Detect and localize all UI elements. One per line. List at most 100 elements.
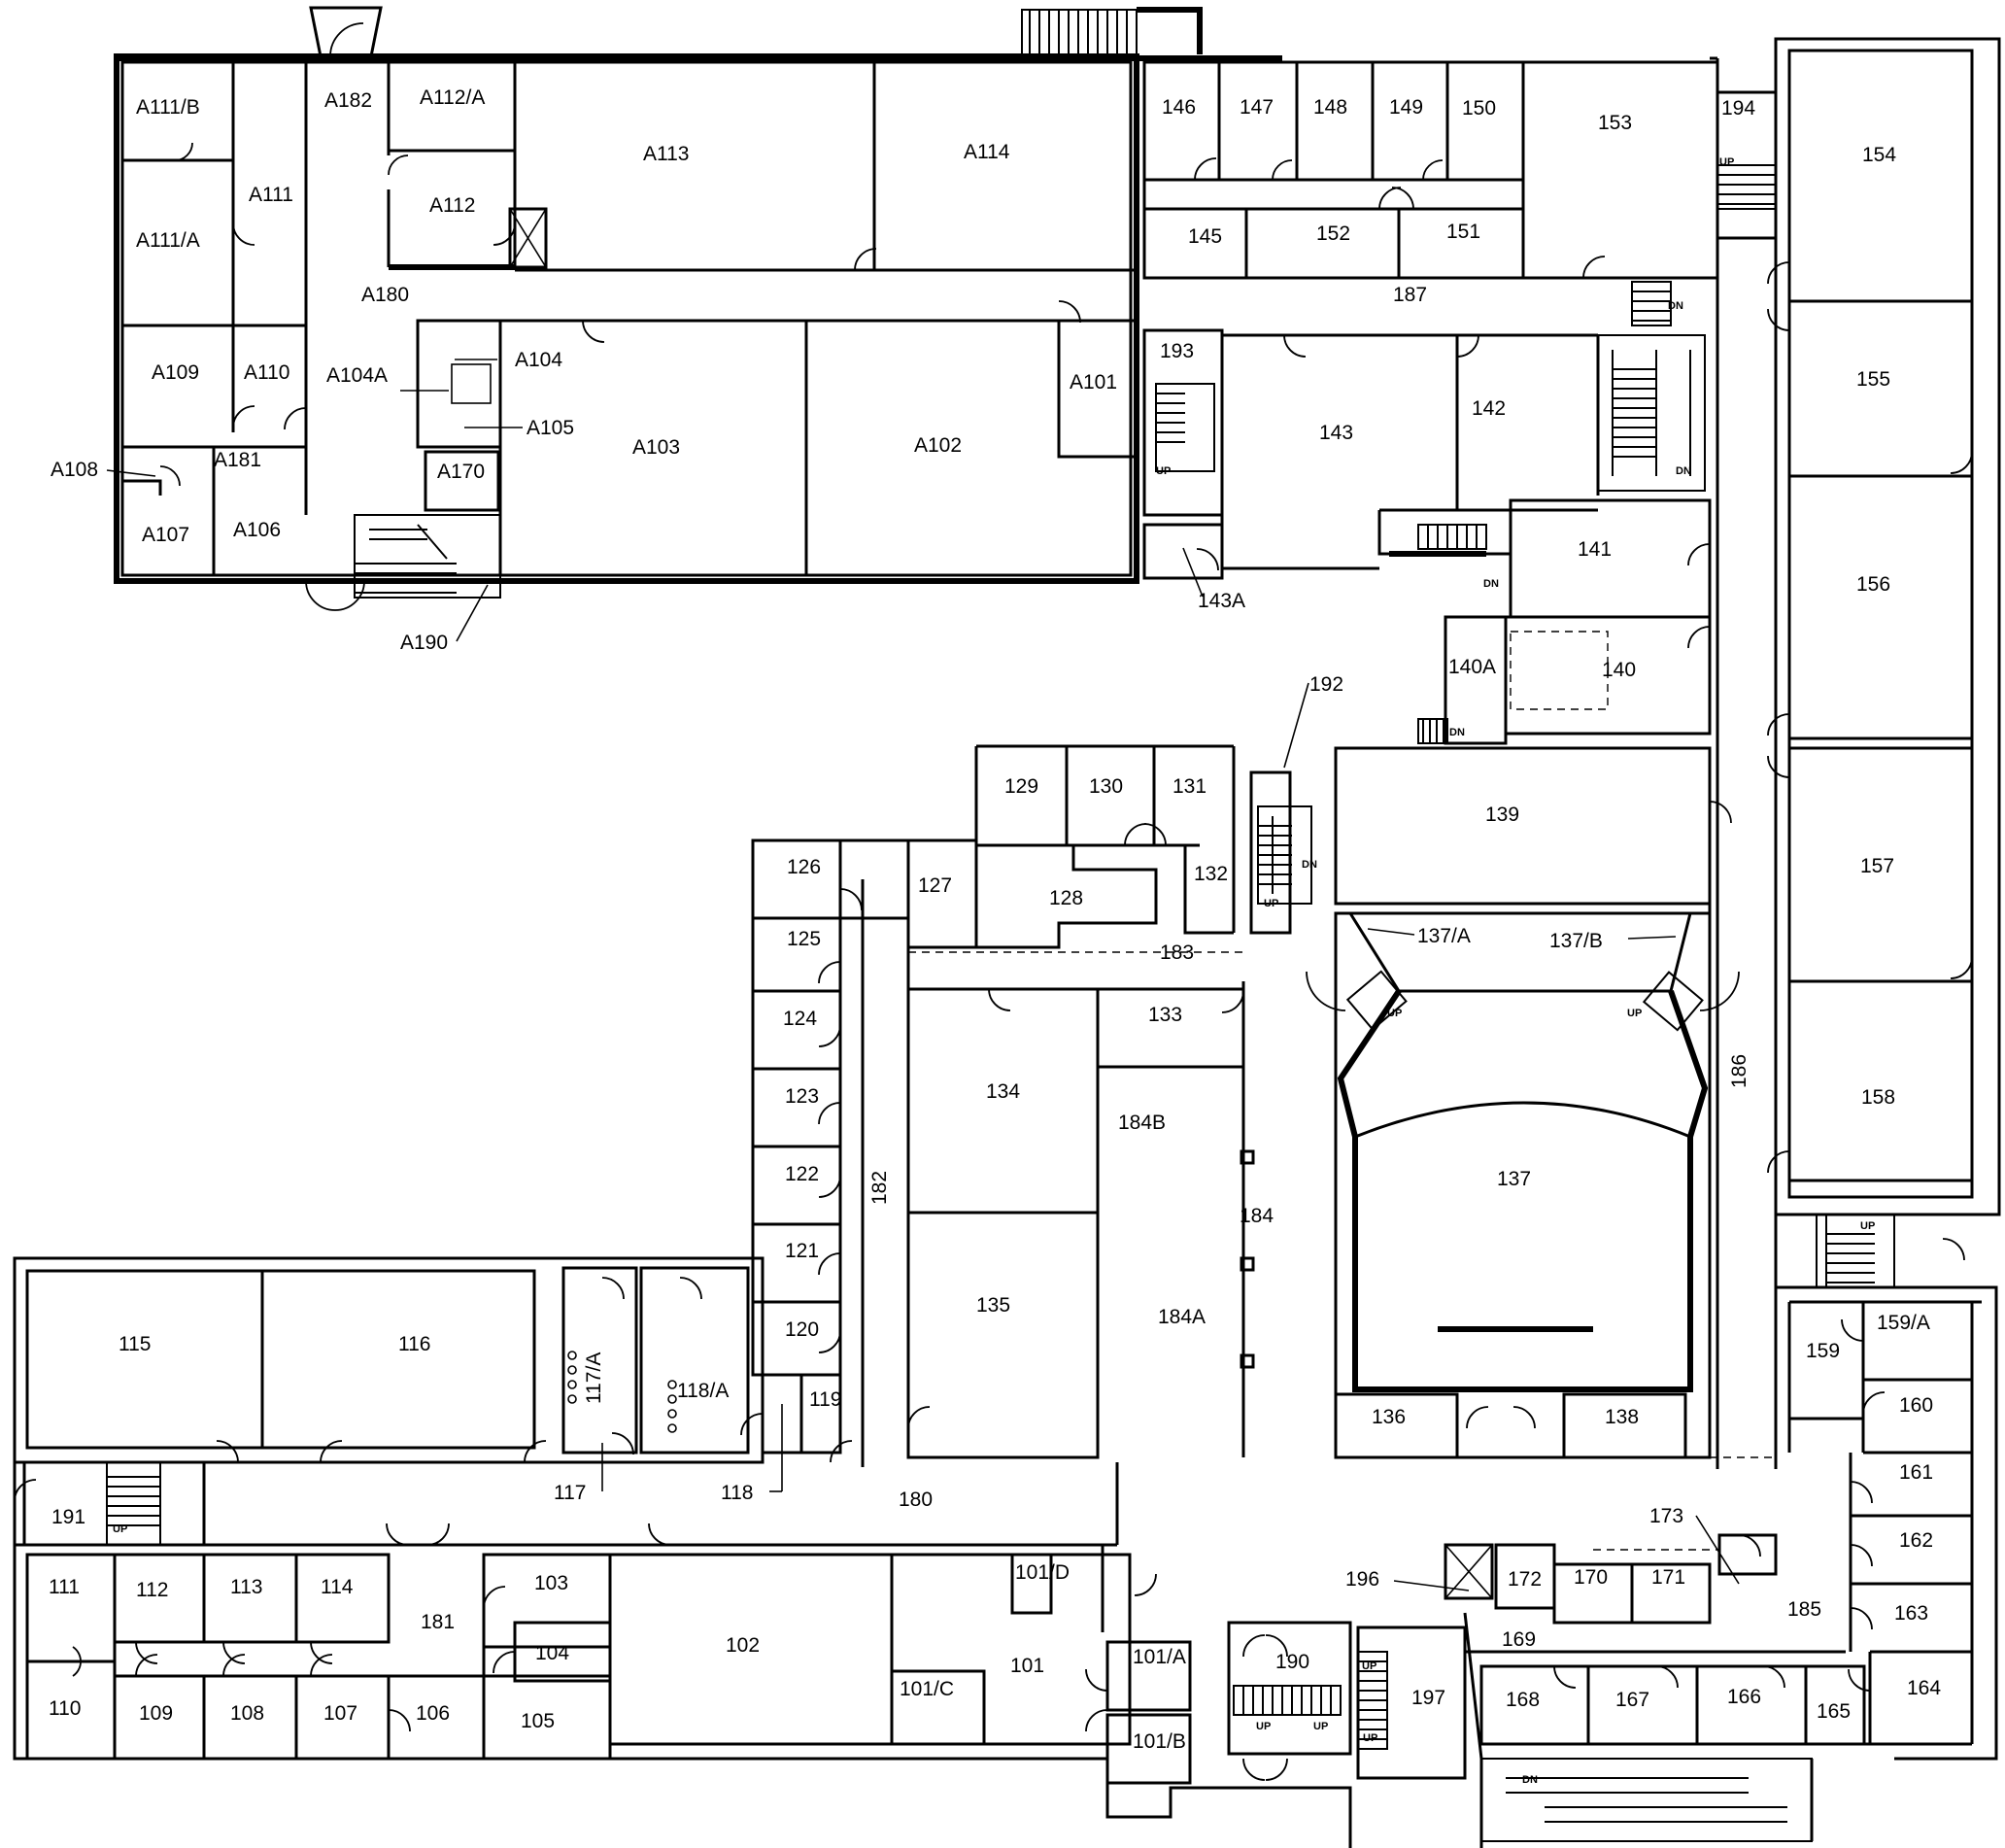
room-label: A112 <box>429 194 476 217</box>
room-label: 133 <box>1148 1004 1182 1026</box>
room-label: 128 <box>1049 887 1083 909</box>
room-label: 107 <box>323 1702 357 1725</box>
room-label: 104 <box>535 1642 569 1664</box>
room-label: 109 <box>139 1702 173 1725</box>
room-label: 147 <box>1240 96 1274 119</box>
room-label: A105 <box>527 417 574 439</box>
room-label: 120 <box>785 1318 819 1341</box>
room-label: 173 <box>1649 1505 1683 1527</box>
room-label: 158 <box>1861 1086 1895 1109</box>
room-label: 159 <box>1806 1340 1840 1362</box>
room-label: 141 <box>1578 538 1612 561</box>
stair-mark: DN <box>1668 300 1683 312</box>
room-label: 105 <box>521 1710 555 1732</box>
east-wing-walls <box>1716 37 2001 1469</box>
block-143-walls <box>1142 328 1706 580</box>
room-label: 110 <box>49 1697 81 1720</box>
stair-mark: DN <box>1483 578 1499 590</box>
room-label: 132 <box>1194 863 1228 885</box>
room-label: 168 <box>1506 1689 1540 1711</box>
south-wing-walls <box>13 1460 1866 1848</box>
room-label: 196 <box>1345 1568 1379 1591</box>
room-label: 115 <box>119 1333 151 1355</box>
room-label: A106 <box>233 519 281 541</box>
room-label: 172 <box>1508 1568 1542 1591</box>
room-label: A111/A <box>136 229 200 252</box>
room-label: 112 <box>136 1579 168 1601</box>
room-label: 101/B <box>1133 1730 1186 1753</box>
room-label: 163 <box>1894 1602 1928 1625</box>
room-labels: A111/B A182 A112/A A113 A114 A111 A112 A… <box>49 86 1941 1753</box>
room-label: A104A <box>326 364 388 387</box>
room-label: 181 <box>421 1611 455 1633</box>
room-label: 130 <box>1089 775 1123 798</box>
stair-mark: UP <box>1719 156 1734 168</box>
room-label: 150 <box>1462 97 1496 120</box>
room-label: 126 <box>787 856 821 878</box>
room-label: A181 <box>214 449 261 471</box>
room-label: 108 <box>230 1702 264 1725</box>
room-label: 171 <box>1651 1566 1685 1589</box>
room-label: 184A <box>1158 1306 1206 1328</box>
stair-mark: DN <box>1449 727 1465 738</box>
room-label: 116 <box>398 1333 430 1355</box>
room-label: 134 <box>986 1080 1020 1103</box>
room-label: 117/A <box>583 1352 605 1404</box>
a-wing-walls <box>114 6 1282 611</box>
stair-mark: UP <box>1156 465 1171 477</box>
room-label: A110 <box>244 361 290 384</box>
room-label: 190 <box>1275 1651 1309 1673</box>
room-label: 106 <box>416 1702 450 1725</box>
room-label: 194 <box>1721 97 1755 120</box>
room-label: 157 <box>1860 855 1894 877</box>
room-label: 140 <box>1602 659 1636 681</box>
room-label: 101/A <box>1133 1646 1186 1668</box>
room-label: 143A <box>1198 590 1245 612</box>
room-label: A104 <box>515 349 562 371</box>
room-label: 169 <box>1502 1628 1536 1651</box>
room-label: A107 <box>142 524 189 546</box>
stair-mark: UP <box>1264 898 1278 909</box>
stair-mark: UP <box>1363 1732 1377 1744</box>
stair-mark: UP <box>113 1523 127 1535</box>
room-label: 182 <box>868 1171 891 1205</box>
room-label: 149 <box>1389 96 1423 119</box>
room-label: 145 <box>1188 225 1222 248</box>
room-label: 151 <box>1446 221 1480 243</box>
room-label: 191 <box>51 1506 85 1528</box>
room-label: 167 <box>1615 1689 1649 1711</box>
room-label: 118/A <box>677 1380 729 1402</box>
room-label: 161 <box>1899 1461 1933 1484</box>
room-label: 121 <box>785 1240 819 1262</box>
room-label: A113 <box>643 143 690 165</box>
room-label: 127 <box>918 874 952 897</box>
room-label: 123 <box>785 1085 819 1108</box>
room-label: 111 <box>49 1576 80 1598</box>
west-lower-walls <box>13 1256 853 1464</box>
room-label: 155 <box>1856 368 1890 391</box>
block-140-walls <box>1377 498 1712 745</box>
stair-mark: UP <box>1362 1660 1376 1672</box>
stair-mark: UP <box>1860 1220 1875 1232</box>
room-label: 148 <box>1313 96 1347 119</box>
room-label: 159/A <box>1877 1312 1930 1334</box>
room-label: 102 <box>726 1634 760 1657</box>
room-label: 138 <box>1605 1406 1639 1428</box>
room-label: 103 <box>534 1572 568 1594</box>
leader-lines <box>106 359 1740 1591</box>
room-label: 193 <box>1160 340 1194 362</box>
room-label: 162 <box>1899 1529 1933 1552</box>
room-label: 142 <box>1472 397 1506 420</box>
room-label: 135 <box>976 1294 1010 1317</box>
room-label: 125 <box>787 928 821 950</box>
room-label: 187 <box>1393 284 1427 306</box>
room-label: 146 <box>1162 96 1196 119</box>
room-label: 192 <box>1309 673 1343 696</box>
room-label: 113 <box>230 1576 262 1598</box>
room-label: A102 <box>914 434 962 457</box>
room-label: A180 <box>361 284 409 306</box>
stair-mark: UP <box>1627 1008 1642 1019</box>
room-label: A112/A <box>420 86 485 109</box>
room-label: 101/C <box>900 1678 954 1700</box>
